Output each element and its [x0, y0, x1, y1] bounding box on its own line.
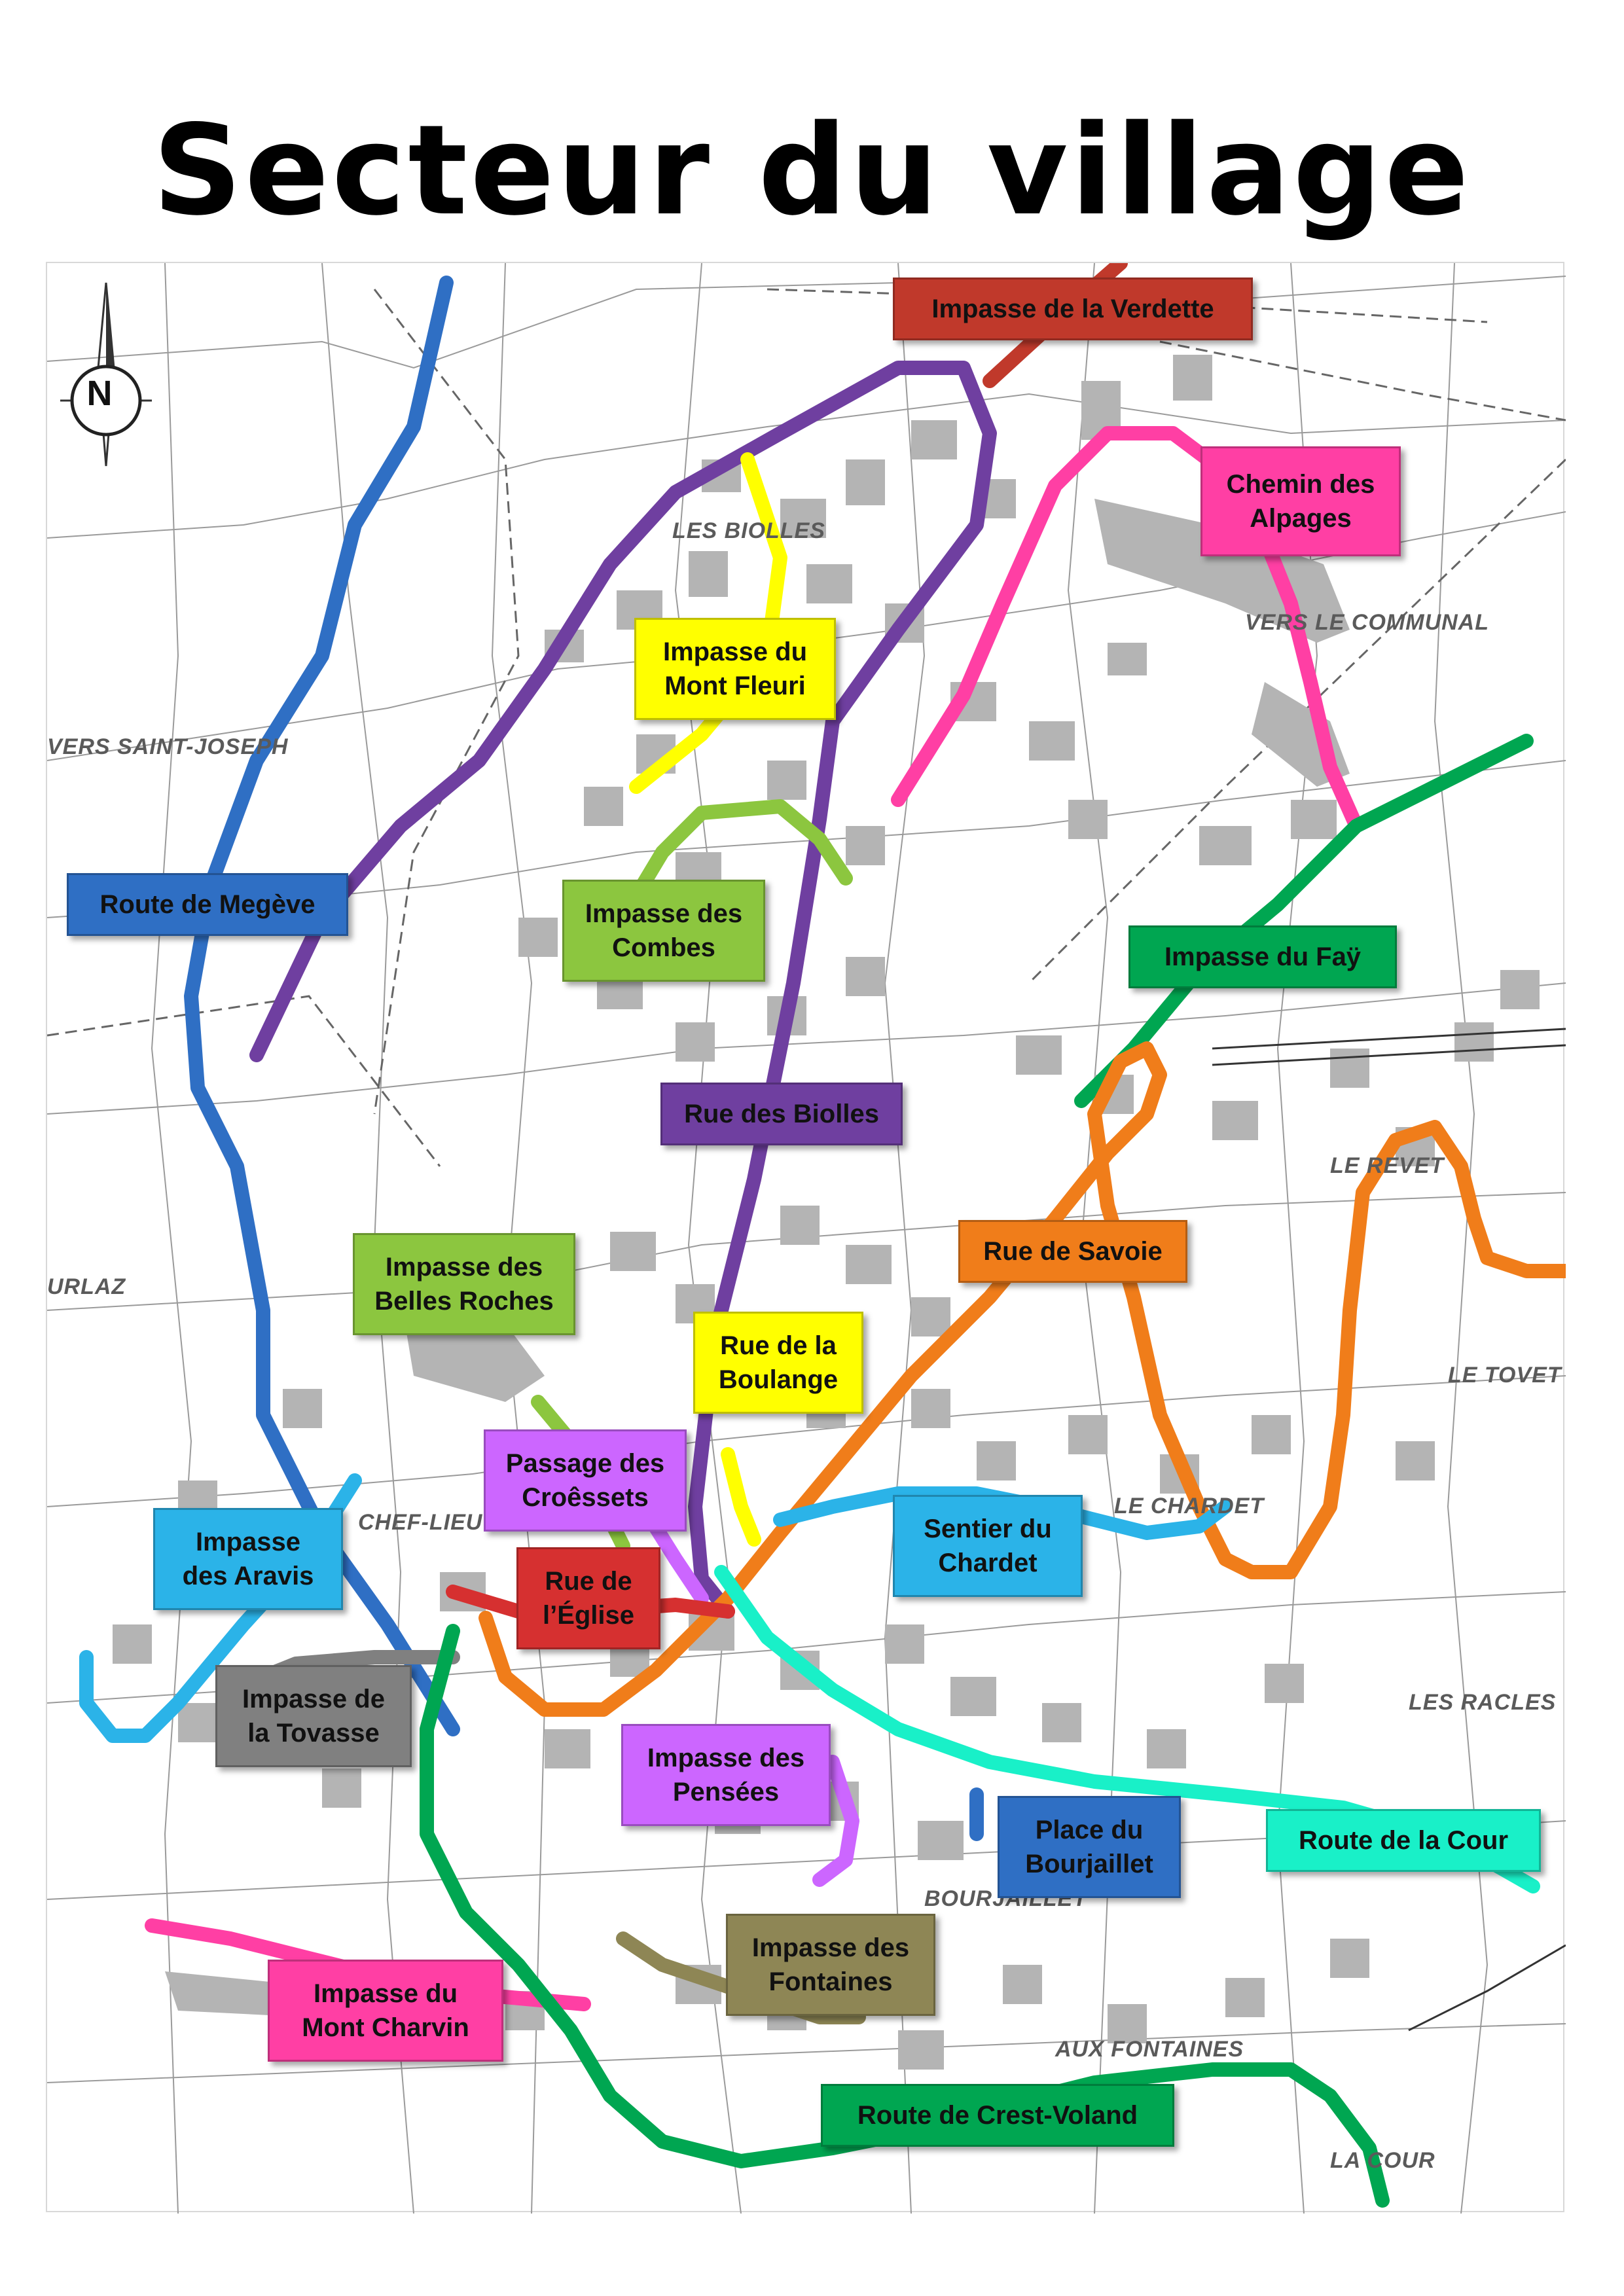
street-label-bourjaillet[interactable]: Place du Bourjaillet	[998, 1796, 1181, 1898]
street-label-tovasse[interactable]: Impasse de la Tovasse	[215, 1665, 412, 1767]
street-label-belles-roches[interactable]: Impasse des Belles Roches	[353, 1233, 575, 1335]
street-label-verdette[interactable]: Impasse de la Verdette	[893, 278, 1253, 340]
cadastral-map[interactable]: N LES BIOLLES VERS LE COMMUNAL VERS SAIN…	[46, 262, 1566, 2214]
street-label-croessets[interactable]: Passage des Croêssets	[484, 1429, 687, 1532]
street-label-fay[interactable]: Impasse du Faÿ	[1128, 925, 1397, 988]
street-label-boulange[interactable]: Rue de la Boulange	[693, 1312, 863, 1414]
place-aux-fontaines: AUX FONTAINES	[1055, 2037, 1244, 2062]
place-urlaz: URLAZ	[47, 1274, 126, 1299]
street-line-crest-voland	[420, 1624, 1390, 2208]
street-label-charvin[interactable]: Impasse du Mont Charvin	[268, 1960, 503, 2062]
street-line-savoie	[478, 1041, 1566, 1717]
street-line-boulange	[721, 1447, 761, 1547]
street-label-fontaines[interactable]: Impasse des Fontaines	[726, 1914, 935, 2016]
place-vers-le-communal: VERS LE COMMUNAL	[1245, 610, 1489, 635]
map-title: Secteur du village	[153, 98, 1471, 243]
place-le-revet: LE REVET	[1330, 1153, 1445, 1178]
place-la-cour: LA COUR	[1330, 2148, 1435, 2173]
place-le-tovet: LE TOVET	[1448, 1363, 1562, 1388]
street-label-eglise[interactable]: Rue de l’Église	[516, 1547, 660, 1649]
street-label-pensees[interactable]: Impasse des Pensées	[621, 1724, 831, 1826]
place-les-racles: LES RACLES	[1409, 1690, 1557, 1715]
street-label-savoie[interactable]: Rue de Savoie	[958, 1220, 1187, 1283]
place-le-chardet: LE CHARDET	[1114, 1494, 1265, 1518]
street-label-aravis[interactable]: Impasse des Aravis	[153, 1508, 343, 1610]
place-vers-saint-joseph: VERS SAINT-JOSEPH	[47, 734, 289, 759]
street-label-biolles[interactable]: Rue des Biolles	[660, 1083, 903, 1145]
street-label-combes[interactable]: Impasse des Combes	[562, 880, 765, 982]
street-label-mont-fleuri[interactable]: Impasse du Mont Fleuri	[634, 618, 836, 720]
street-label-megeve[interactable]: Route de Megève	[67, 873, 348, 936]
street-label-crest-voland[interactable]: Route de Crest-Voland	[821, 2084, 1174, 2147]
street-label-chardet[interactable]: Sentier du Chardet	[893, 1495, 1083, 1597]
north-compass-icon	[60, 282, 152, 467]
place-chef-lieu: CHEF-LIEU	[358, 1510, 483, 1535]
place-les-biolles: LES BIOLLES	[672, 518, 825, 543]
street-line-alpages	[891, 426, 1363, 833]
compass-letter: N	[86, 374, 113, 413]
street-label-cour[interactable]: Route de la Cour	[1266, 1809, 1541, 1872]
street-label-alpages[interactable]: Chemin des Alpages	[1200, 446, 1401, 556]
street-line-biolles	[249, 361, 997, 1619]
street-line-pensees	[812, 1755, 859, 1887]
